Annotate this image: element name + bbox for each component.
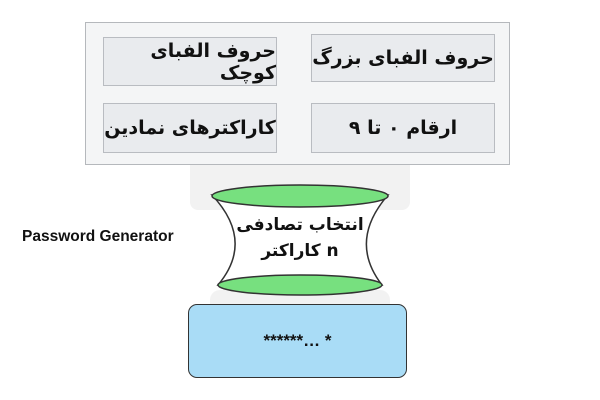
random-selection-line-2: n کاراکتر (261, 241, 339, 261)
funnel-bottom-ellipse (217, 274, 383, 296)
symbols-box: کاراکترهای نمادین (103, 103, 277, 153)
digits-box: ارقام ۰ تا ۹ (311, 103, 495, 153)
password-generator-label: Password Generator (22, 228, 174, 245)
uppercase-letters-box: حروف الفبای بزرگ (311, 34, 495, 82)
digits-label: ارقام ۰ تا ۹ (348, 117, 458, 139)
lowercase-letters-label: حروف الفبای کوچک (150, 39, 276, 84)
password-output-box: ******… * (188, 304, 407, 378)
random-selection-funnel (210, 184, 390, 296)
password-output-text: ******… * (263, 331, 332, 350)
random-selection-text: انتخاب تصادفی n کاراکتر (225, 212, 375, 264)
random-selection-line-1: انتخاب تصادفی (236, 215, 364, 235)
lowercase-letters-box: حروف الفبای کوچک (103, 37, 277, 86)
funnel-top-ellipse (211, 184, 389, 208)
symbols-label: کاراکترهای نمادین (104, 117, 276, 139)
uppercase-letters-label: حروف الفبای بزرگ (312, 47, 494, 69)
